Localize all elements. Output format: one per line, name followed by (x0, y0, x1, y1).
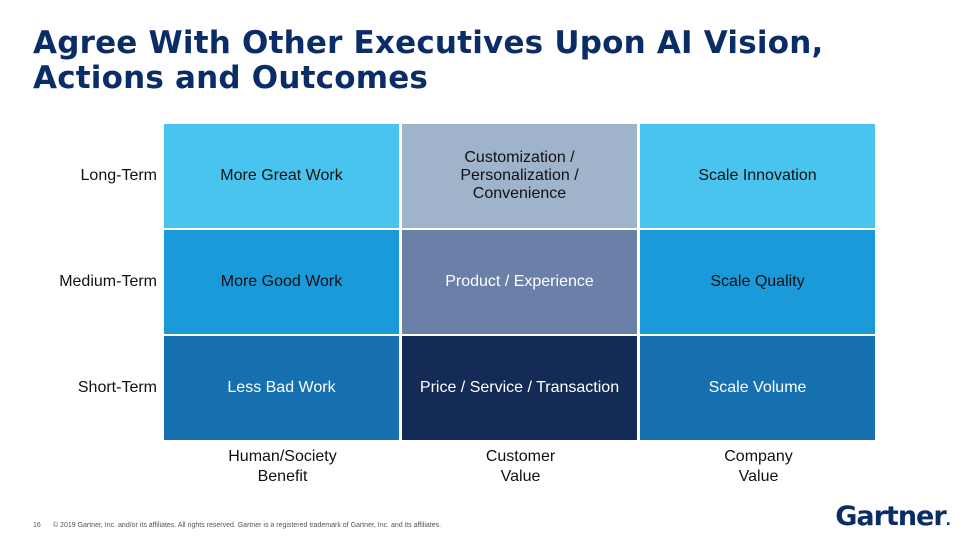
slide-title-line-1: Agree With Other Executives Upon AI Visi… (33, 25, 824, 61)
cell-medium-term-customer: Product / Experience (402, 230, 637, 334)
copyright-text: © 2019 Gartner, Inc. and/or its affiliat… (52, 522, 442, 529)
row-label-medium-term: Medium-Term (59, 273, 157, 290)
cell-text: Scale Innovation (698, 167, 817, 184)
cell-text: Customization / Personalization / Conven… (460, 149, 579, 202)
cell-text: Scale Quality (710, 273, 805, 290)
cell-text: Less Bad Work (227, 379, 336, 396)
cell-text: Scale Volume (708, 379, 807, 396)
gartner-logo: Gartner. (835, 501, 951, 532)
logo-text: Gartner (835, 501, 946, 532)
cell-short-term-human: Less Bad Work (164, 336, 399, 440)
column-label-text: Customer Value (485, 448, 556, 485)
cell-text: Price / Service / Transaction (419, 379, 620, 396)
column-label-human-society: Human/Society Benefit (164, 447, 401, 487)
cell-long-term-company: Scale Innovation (640, 124, 875, 228)
cell-medium-term-company: Scale Quality (640, 230, 875, 334)
cell-medium-term-human: More Good Work (164, 230, 399, 334)
column-label-company: Company Value (640, 447, 877, 487)
column-label-text: Company Value (724, 448, 793, 485)
logo-dot: . (945, 513, 951, 529)
cell-text: More Great Work (220, 167, 343, 184)
slide-title-line-2: Actions and Outcomes (33, 60, 429, 96)
cell-long-term-customer: Customization / Personalization / Conven… (402, 124, 637, 228)
cell-short-term-company: Scale Volume (640, 336, 875, 440)
row-label-long-term: Long-Term (80, 167, 157, 184)
cell-short-term-customer: Price / Service / Transaction (402, 336, 637, 440)
cell-text: More Good Work (220, 273, 343, 290)
row-label-short-term: Short-Term (77, 379, 157, 396)
footer: 16 © 2019 Gartner, Inc. and/or its affil… (33, 522, 441, 529)
column-label-text: Human/Society Benefit (228, 448, 337, 485)
column-label-customer: Customer Value (402, 447, 639, 487)
slide-title: Agree With Other Executives Upon AI Visi… (33, 26, 933, 96)
page-number: 16 (33, 522, 41, 529)
cell-text: Product / Experience (445, 273, 594, 290)
matrix-grid: More Great Work Customization / Personal… (164, 124, 875, 440)
cell-long-term-human: More Great Work (164, 124, 399, 228)
